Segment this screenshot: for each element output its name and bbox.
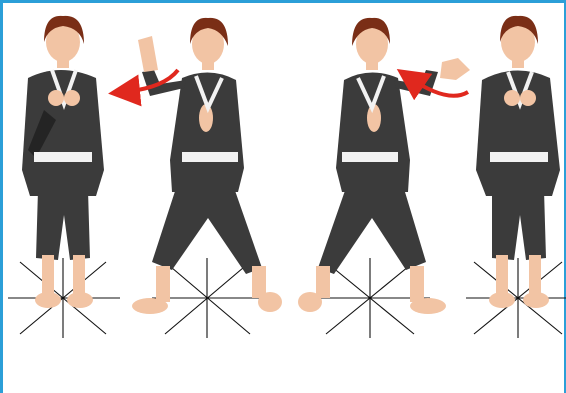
ground-star-1	[8, 258, 120, 338]
martial-artist-block-right-icon	[298, 18, 470, 314]
ground-star-4	[466, 258, 566, 338]
